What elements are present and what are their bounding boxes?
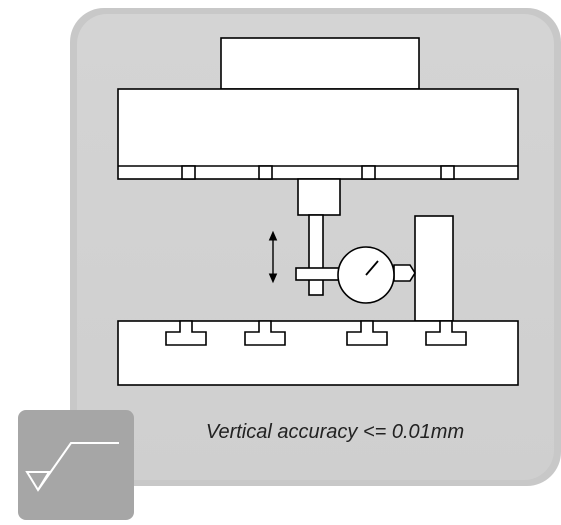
- column: [414, 215, 454, 322]
- crossbeam: [117, 88, 519, 180]
- badge: [18, 410, 134, 520]
- worktable-t-slots: [165, 320, 467, 346]
- dial-needle: [365, 260, 379, 276]
- figure-caption: Vertical accuracy <= 0.01mm: [205, 421, 465, 443]
- vertical-double-arrow-icon: [268, 230, 278, 284]
- spindle-shaft: [308, 214, 324, 296]
- indicator-arm: [295, 267, 343, 281]
- worktable: [117, 320, 519, 386]
- ram: [297, 178, 341, 216]
- spindle-head: [220, 37, 420, 90]
- probe-tip: [393, 264, 416, 282]
- surface-finish-symbol-icon: [25, 442, 119, 492]
- crossbeam-slots: [181, 165, 455, 180]
